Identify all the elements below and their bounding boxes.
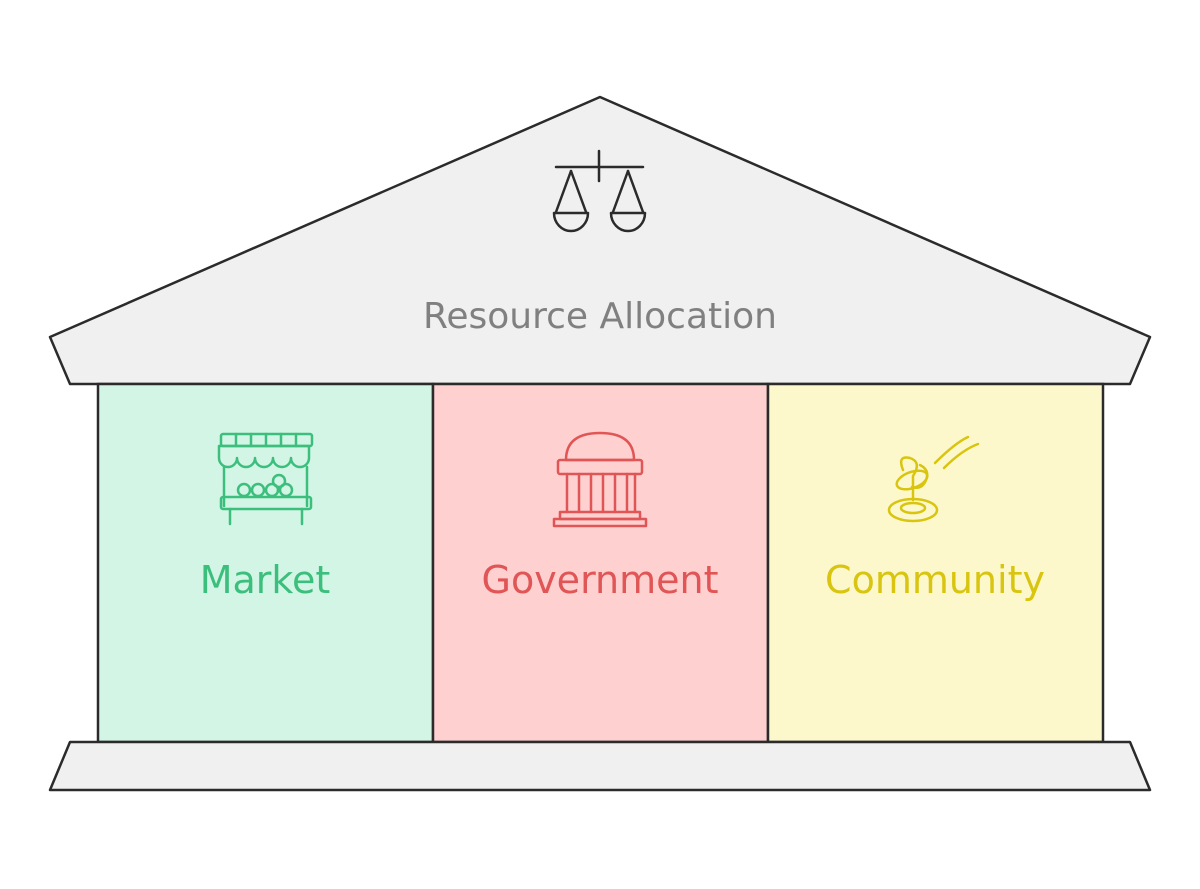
market-stall-icon: [217, 432, 314, 526]
column-label-community: Community: [825, 558, 1045, 602]
roof-title: Resource Allocation: [423, 296, 777, 337]
ring-toss-icon: [887, 435, 980, 523]
column-community: [766, 382, 1105, 744]
column-label-government: Government: [482, 558, 719, 602]
government-building-icon: [552, 431, 648, 528]
column-label-market: Market: [200, 558, 331, 602]
scales-of-justice-icon: [552, 149, 647, 233]
building-base: [48, 740, 1152, 792]
column-government: [431, 382, 770, 744]
roof-pediment: [48, 95, 1152, 386]
